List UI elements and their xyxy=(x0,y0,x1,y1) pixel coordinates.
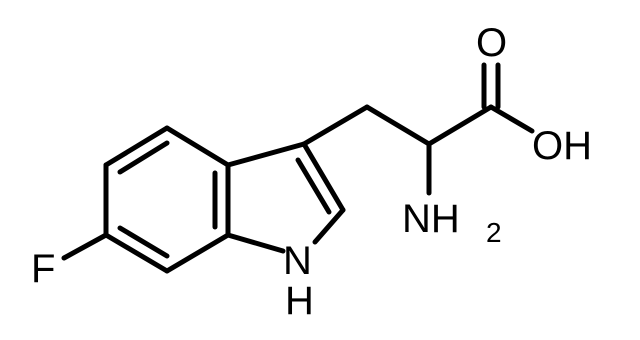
double-bond-c3-c2-inner xyxy=(295,157,332,215)
double-bond-c4-c5-inner xyxy=(117,140,170,175)
bond-c3a-c4 xyxy=(164,125,231,168)
bond-ca-c xyxy=(426,104,494,147)
bond-c3a-c3 xyxy=(225,141,307,168)
bond-c2-n1 xyxy=(312,207,346,245)
bond-c3-c2 xyxy=(301,141,346,213)
fluorine-label: F xyxy=(31,247,55,291)
bond-n1-c7a xyxy=(225,232,286,254)
bond-c-oh xyxy=(488,104,535,134)
indole-n-label: N xyxy=(283,239,312,283)
bond-c4-c5 xyxy=(103,125,170,168)
double-bond-c6-c7-inner xyxy=(117,225,170,259)
indole-nh-label: H xyxy=(285,279,314,323)
amine-label: NH xyxy=(402,197,460,241)
hydroxyl-label: OH xyxy=(532,124,592,168)
bond-c6-f xyxy=(61,232,109,261)
bond-c6-c7 xyxy=(103,232,170,274)
carbonyl-oxygen-label: O xyxy=(476,21,507,65)
bond-cb-ca xyxy=(364,104,432,147)
bond-c3-cb xyxy=(301,104,370,147)
amine-subscript: 2 xyxy=(486,217,502,248)
bond-c7-c7a xyxy=(164,232,231,274)
